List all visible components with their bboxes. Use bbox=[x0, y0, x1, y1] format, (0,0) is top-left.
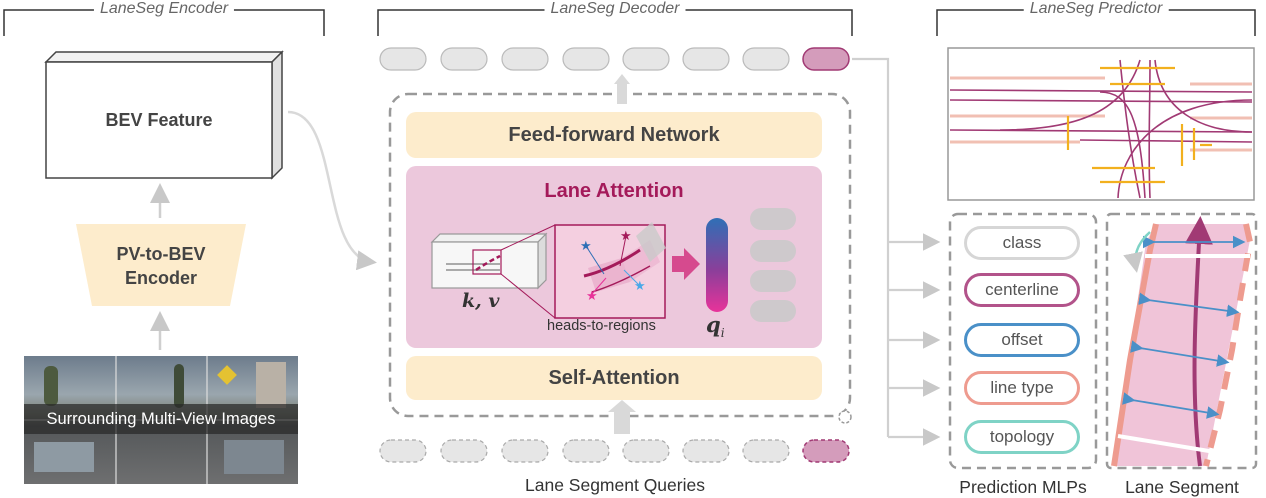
bev-feature-box bbox=[44, 50, 284, 180]
output-query-tokens bbox=[379, 47, 850, 71]
lane-attention-graphics: ★ ★ ★ ★ bbox=[430, 208, 796, 322]
svg-text:★: ★ bbox=[620, 228, 632, 243]
lane-segment-label: Lane Segment bbox=[1125, 477, 1239, 497]
ffn-block: Feed-forward Network bbox=[406, 112, 822, 158]
bev-to-decoder-arrow bbox=[287, 110, 377, 271]
multi-view-images: Surrounding Multi-View Images bbox=[24, 356, 298, 484]
kv-label: k, v bbox=[462, 290, 500, 312]
head-centerline: centerline bbox=[964, 273, 1080, 307]
predicted-map bbox=[947, 47, 1255, 201]
pv-to-bev-label-line2: Encoder bbox=[124, 268, 198, 288]
lane-attention-label: Lane Attention bbox=[544, 180, 684, 202]
head-topology: topology bbox=[964, 420, 1080, 454]
pv-to-bev-trapezoid bbox=[76, 224, 246, 306]
head-class: class bbox=[964, 226, 1080, 260]
head-line-type: line type bbox=[964, 371, 1080, 405]
queries-label: Lane Segment Queries bbox=[525, 475, 705, 495]
input-query-tokens bbox=[379, 439, 850, 463]
prediction-mlps-label: Prediction MLPs bbox=[959, 477, 1087, 497]
self-attention-label: Self-Attention bbox=[548, 366, 680, 389]
encoder-section-title: LaneSeg Encoder bbox=[93, 0, 235, 18]
images-caption: Surrounding Multi-View Images bbox=[24, 404, 298, 434]
pv-to-bev-label-line1: PV-to-BEV bbox=[116, 244, 206, 264]
svg-text:★: ★ bbox=[586, 288, 598, 303]
lane-segment-box bbox=[1105, 212, 1258, 470]
decoder-up-arrows bbox=[608, 74, 636, 434]
lane-segment-graphic bbox=[1111, 216, 1254, 467]
predictor-section-title: LaneSeg Predictor bbox=[1023, 0, 1169, 18]
ffn-label: Feed-forward Network bbox=[508, 123, 720, 146]
loop-icon bbox=[838, 410, 852, 424]
prediction-mlps-box bbox=[948, 212, 1098, 470]
decoder-section-title: LaneSeg Decoder bbox=[544, 0, 686, 18]
query-vector-label: qi bbox=[706, 312, 725, 341]
svg-text:★: ★ bbox=[634, 278, 646, 293]
head-offset: offset bbox=[964, 323, 1080, 357]
svg-text:★: ★ bbox=[580, 238, 592, 253]
heads-to-regions-label: heads-to-regions bbox=[547, 318, 656, 334]
predictor-connectors bbox=[852, 57, 941, 446]
bev-feature-label: BEV Feature bbox=[105, 110, 213, 130]
self-attention-block: Self-Attention bbox=[406, 356, 822, 400]
